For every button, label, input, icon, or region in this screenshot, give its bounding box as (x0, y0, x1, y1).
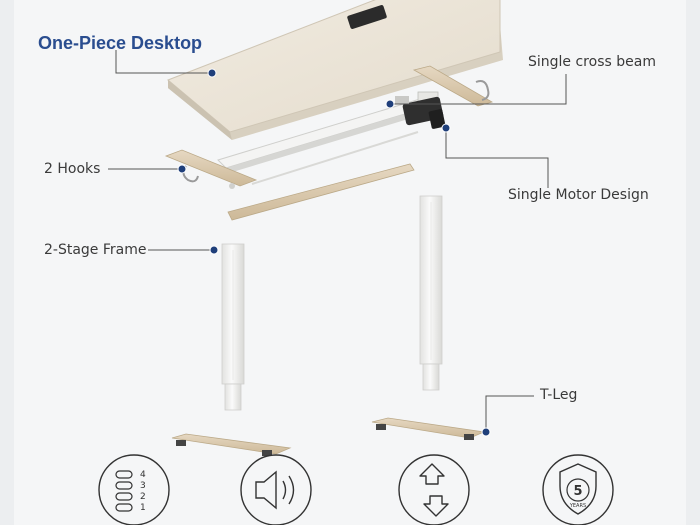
memory-preset-icon (98, 454, 170, 525)
leader-lines (108, 50, 567, 432)
callout-t-leg: T-Leg (540, 387, 578, 403)
warranty-number: 5 (573, 484, 582, 499)
left-leg (221, 243, 245, 411)
leader-cross-beam (390, 74, 567, 105)
preset-level-4: 4 (140, 470, 146, 480)
marker-dots (177, 68, 491, 437)
connecting-rod (251, 131, 419, 185)
right-bracket (412, 65, 494, 107)
speaker-icon (255, 470, 295, 510)
height-adjust-icon (398, 454, 470, 525)
right-foot (371, 417, 486, 440)
preset-level-3: 3 (140, 481, 146, 491)
leader-motor (445, 128, 549, 188)
up-down-arrows-icon (419, 463, 449, 517)
preset-level-2: 2 (140, 492, 146, 502)
control-panel-icon (347, 4, 387, 30)
left-foot (171, 433, 292, 456)
leader-desktop (115, 50, 212, 74)
callout-frame: 2-Stage Frame (44, 242, 147, 258)
wooden-slat (227, 163, 415, 221)
warranty-word: YEARS (569, 503, 586, 509)
preset-bars (115, 470, 133, 512)
right-margin-band (686, 0, 700, 525)
marker-hooks (177, 164, 187, 174)
marker-frame (209, 245, 219, 255)
warranty-shield-icon (559, 463, 597, 515)
leader-t-leg (485, 395, 534, 432)
callout-hooks: 2 Hooks (44, 161, 101, 177)
warranty-icon (542, 454, 614, 525)
desktop-panel (167, 0, 503, 140)
callout-motor: Single Motor Design (508, 187, 649, 203)
callout-cross-beam: Single cross beam (528, 54, 656, 70)
right-leg (419, 195, 443, 391)
sound-level-icon (240, 454, 312, 525)
callout-desktop: One-Piece Desktop (38, 33, 203, 53)
feature-icons (98, 454, 614, 525)
right-hook-icon (475, 80, 490, 101)
marker-t-leg (481, 427, 491, 437)
marker-motor (441, 123, 451, 133)
preset-level-1: 1 (140, 503, 146, 513)
marker-cross-beam (385, 99, 395, 109)
marker-desktop (207, 68, 217, 78)
left-margin-band (0, 0, 14, 525)
